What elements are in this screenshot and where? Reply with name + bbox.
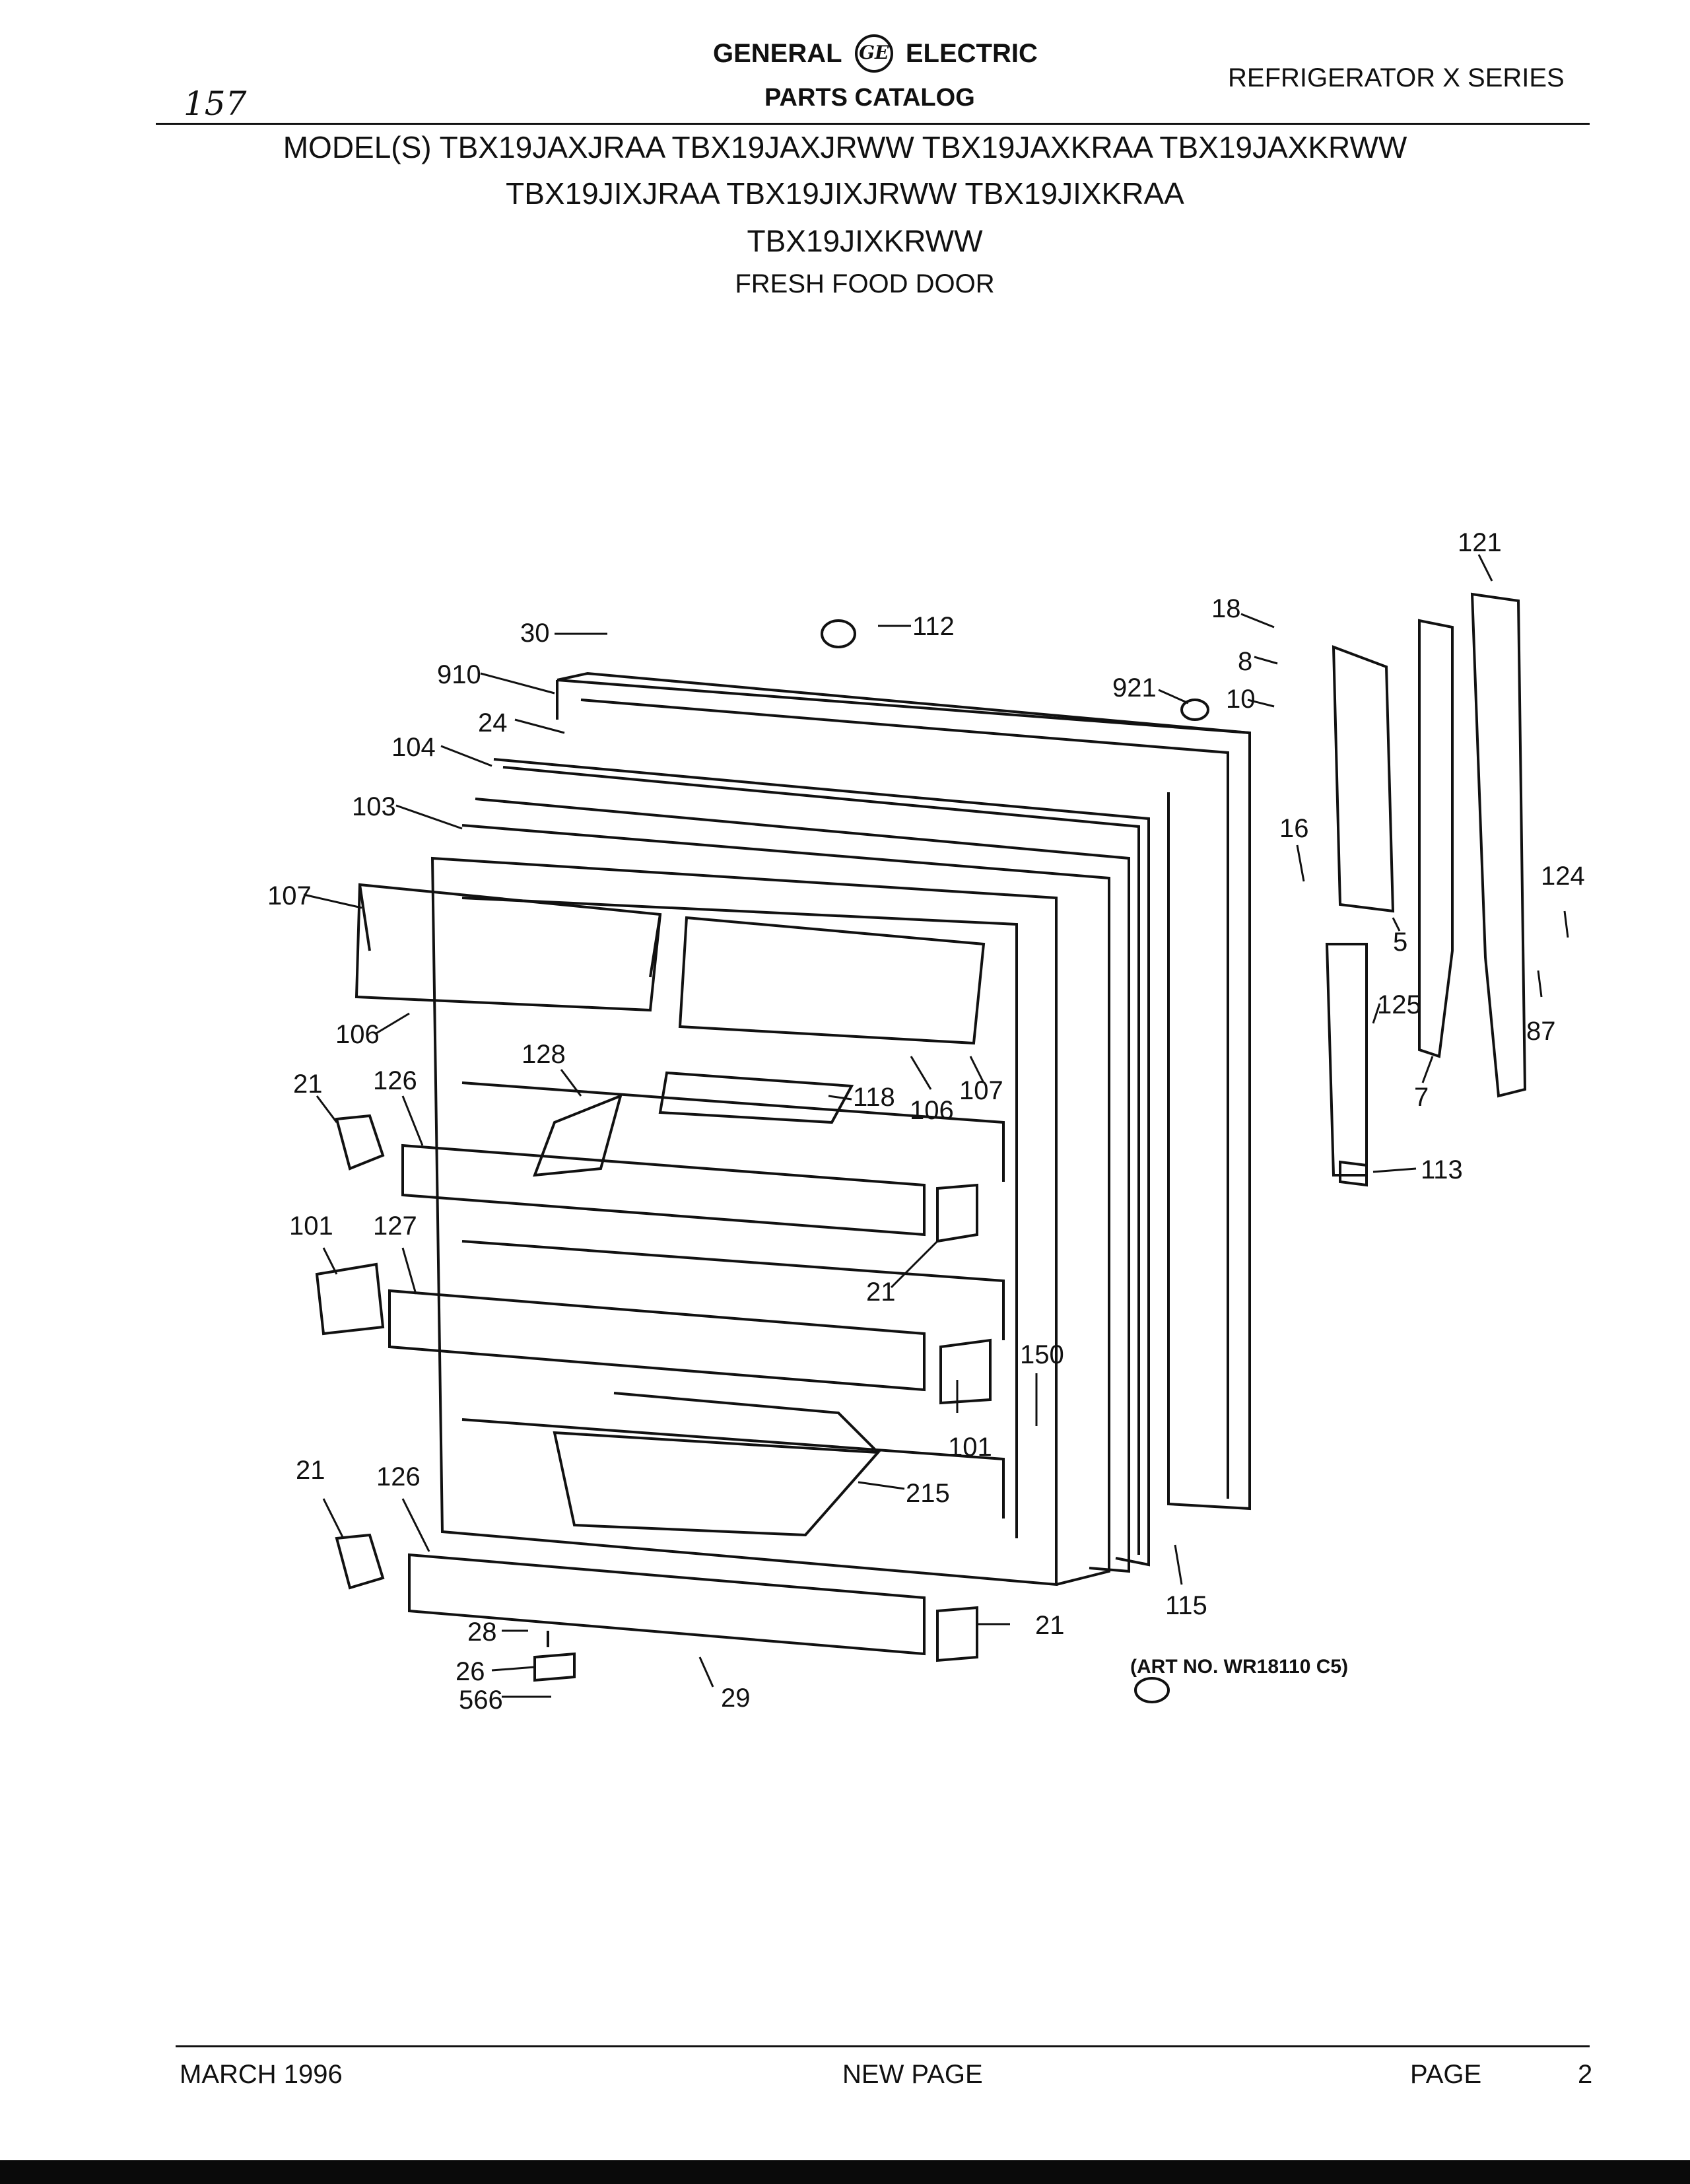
- brand-general: GENERAL: [713, 38, 842, 68]
- label-10: 10: [1226, 685, 1256, 714]
- models-line-2: TBX19JIXJRAA TBX19JIXJRWW TBX19JIXKRAA: [506, 176, 1184, 211]
- brand-header: GENERAL GE ELECTRIC: [713, 34, 1038, 73]
- label-113: 113: [1421, 1155, 1463, 1184]
- label-21-upper-left: 21: [293, 1070, 323, 1099]
- scan-edge-band: [0, 2160, 1690, 2184]
- label-21-middle: 21: [866, 1278, 896, 1307]
- label-28: 28: [467, 1618, 497, 1647]
- catalog-title: PARTS CATALOG: [764, 84, 975, 112]
- part-labels: 30 112 910 24 104 103 107 106 128 118 10…: [267, 528, 1585, 1715]
- label-7: 7: [1414, 1083, 1429, 1112]
- label-87: 87: [1526, 1017, 1556, 1046]
- label-126-lower: 126: [376, 1462, 421, 1491]
- label-566: 566: [459, 1686, 503, 1715]
- part-callouts: [303, 554, 1569, 1698]
- label-121: 121: [1458, 528, 1502, 557]
- label-26: 26: [456, 1657, 485, 1686]
- label-29: 29: [721, 1684, 751, 1713]
- series-title: REFRIGERATOR X SERIES: [1228, 63, 1565, 92]
- label-21-lower-right: 21: [1035, 1611, 1065, 1640]
- label-115: 115: [1165, 1591, 1207, 1620]
- footer-date: MARCH 1996: [180, 2060, 343, 2089]
- label-24: 24: [478, 708, 508, 737]
- label-16: 16: [1279, 814, 1309, 843]
- footer-status: NEW PAGE: [842, 2060, 983, 2089]
- label-101-left: 101: [289, 1211, 333, 1241]
- label-5: 5: [1393, 928, 1407, 957]
- models-line-1: MODEL(S) TBX19JAXJRAA TBX19JAXJRWW TBX19…: [283, 130, 1407, 164]
- label-124: 124: [1541, 862, 1585, 891]
- label-107-left: 107: [267, 881, 312, 910]
- section-title: FRESH FOOD DOOR: [735, 269, 995, 298]
- label-30: 30: [520, 619, 550, 648]
- models-line-3: TBX19JIXKRWW: [747, 224, 983, 258]
- handwritten-page-number: 157: [184, 85, 247, 123]
- label-8: 8: [1238, 647, 1252, 676]
- ge-logo-icon: GE: [854, 34, 893, 73]
- label-150: 150: [1020, 1340, 1064, 1369]
- label-126-upper: 126: [373, 1066, 417, 1095]
- label-21-lower-left: 21: [296, 1456, 325, 1485]
- brand-electric: ELECTRIC: [905, 38, 1038, 68]
- label-127: 127: [373, 1211, 417, 1241]
- label-128: 128: [522, 1040, 566, 1069]
- label-921: 921: [1112, 673, 1157, 702]
- label-106-right: 106: [910, 1096, 954, 1125]
- footer-page-label: PAGE: [1410, 2060, 1482, 2089]
- label-18: 18: [1211, 594, 1241, 623]
- label-118: 118: [853, 1083, 895, 1112]
- footer-rule: [176, 2045, 1590, 2047]
- door-drawing: [315, 592, 1527, 1703]
- footer-page-number: 2: [1578, 2060, 1593, 2089]
- label-215: 215: [906, 1479, 950, 1508]
- label-112: 112: [912, 612, 955, 641]
- label-101-right: 101: [948, 1433, 992, 1462]
- label-104: 104: [391, 733, 436, 762]
- label-103: 103: [352, 792, 396, 821]
- label-125: 125: [1377, 990, 1421, 1019]
- header-rule: [156, 123, 1590, 125]
- label-106-left: 106: [335, 1020, 380, 1049]
- label-107-right: 107: [959, 1076, 1003, 1105]
- art-number: (ART NO. WR18110 C5): [1130, 1656, 1349, 1678]
- label-910: 910: [437, 660, 481, 689]
